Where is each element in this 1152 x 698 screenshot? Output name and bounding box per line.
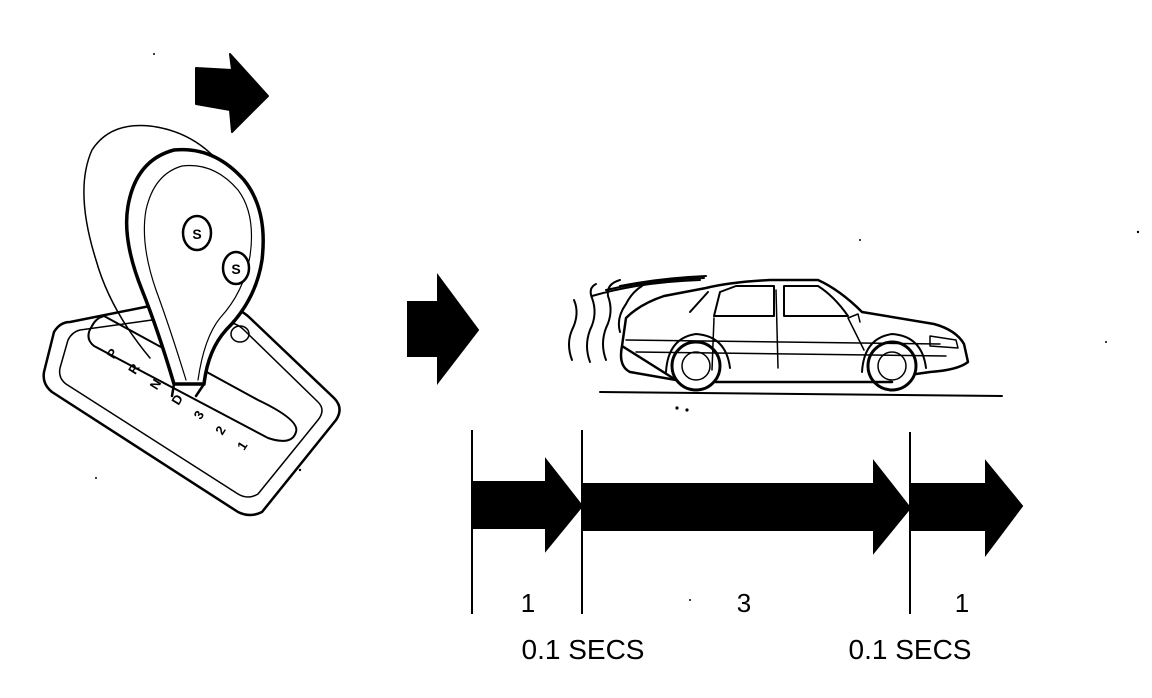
- stage-3-duration: 0.1 SECS: [849, 634, 972, 665]
- car-mirror: [847, 313, 861, 323]
- selector-base-plate: [42, 304, 341, 517]
- lever-shaft: [170, 382, 206, 398]
- gear-position-r: R: [125, 360, 143, 376]
- car-rear-glass: [689, 291, 709, 313]
- car-window-rear: [713, 285, 775, 317]
- ground-line: [599, 391, 1003, 397]
- ground-dots: [675, 406, 689, 412]
- stage-3-arrow-icon: [911, 459, 1024, 557]
- push-direction-arrow-icon: [195, 53, 269, 133]
- lever-button-upper: S: [181, 214, 213, 252]
- stage-2-number: 3: [737, 588, 751, 618]
- gear-position-2: 2: [212, 423, 229, 437]
- car-accelerating-illustration: [568, 275, 1003, 412]
- stage-3-number: 1: [955, 588, 969, 618]
- stage-1-number: 1: [521, 588, 535, 618]
- lever-handle: [124, 147, 265, 386]
- car-door-lines: [711, 289, 865, 371]
- process-arrow-icon: [407, 272, 480, 385]
- gear-position-1: 1: [234, 439, 251, 453]
- timeline-markers: [471, 430, 911, 614]
- selector-gate-slot: [87, 315, 298, 442]
- lever-base-knob: [230, 325, 250, 343]
- stage-2-arrow-icon: [583, 459, 912, 555]
- timing-sequence: 1 3 1 0.1 SECS 0.1 SECS: [471, 430, 1024, 665]
- car-window-front: [783, 285, 849, 317]
- scan-speckles: [95, 53, 1140, 601]
- lever-button-lower: S: [221, 250, 251, 286]
- svg-text:S: S: [192, 226, 201, 242]
- car-headlight: [929, 335, 959, 349]
- motion-lines: [568, 275, 707, 363]
- stage-1-duration: 0.1 SECS: [522, 634, 645, 665]
- car-rear-wheel: [665, 333, 731, 392]
- car-body: [619, 278, 970, 384]
- gear-position-3: 3: [191, 408, 208, 422]
- svg-text:S: S: [231, 261, 240, 277]
- stage-1-arrow-icon: [473, 457, 584, 553]
- lever-handle-contour: [143, 164, 253, 381]
- car-front-wheel: [861, 333, 927, 392]
- selector-base-inner-rim: [58, 319, 323, 498]
